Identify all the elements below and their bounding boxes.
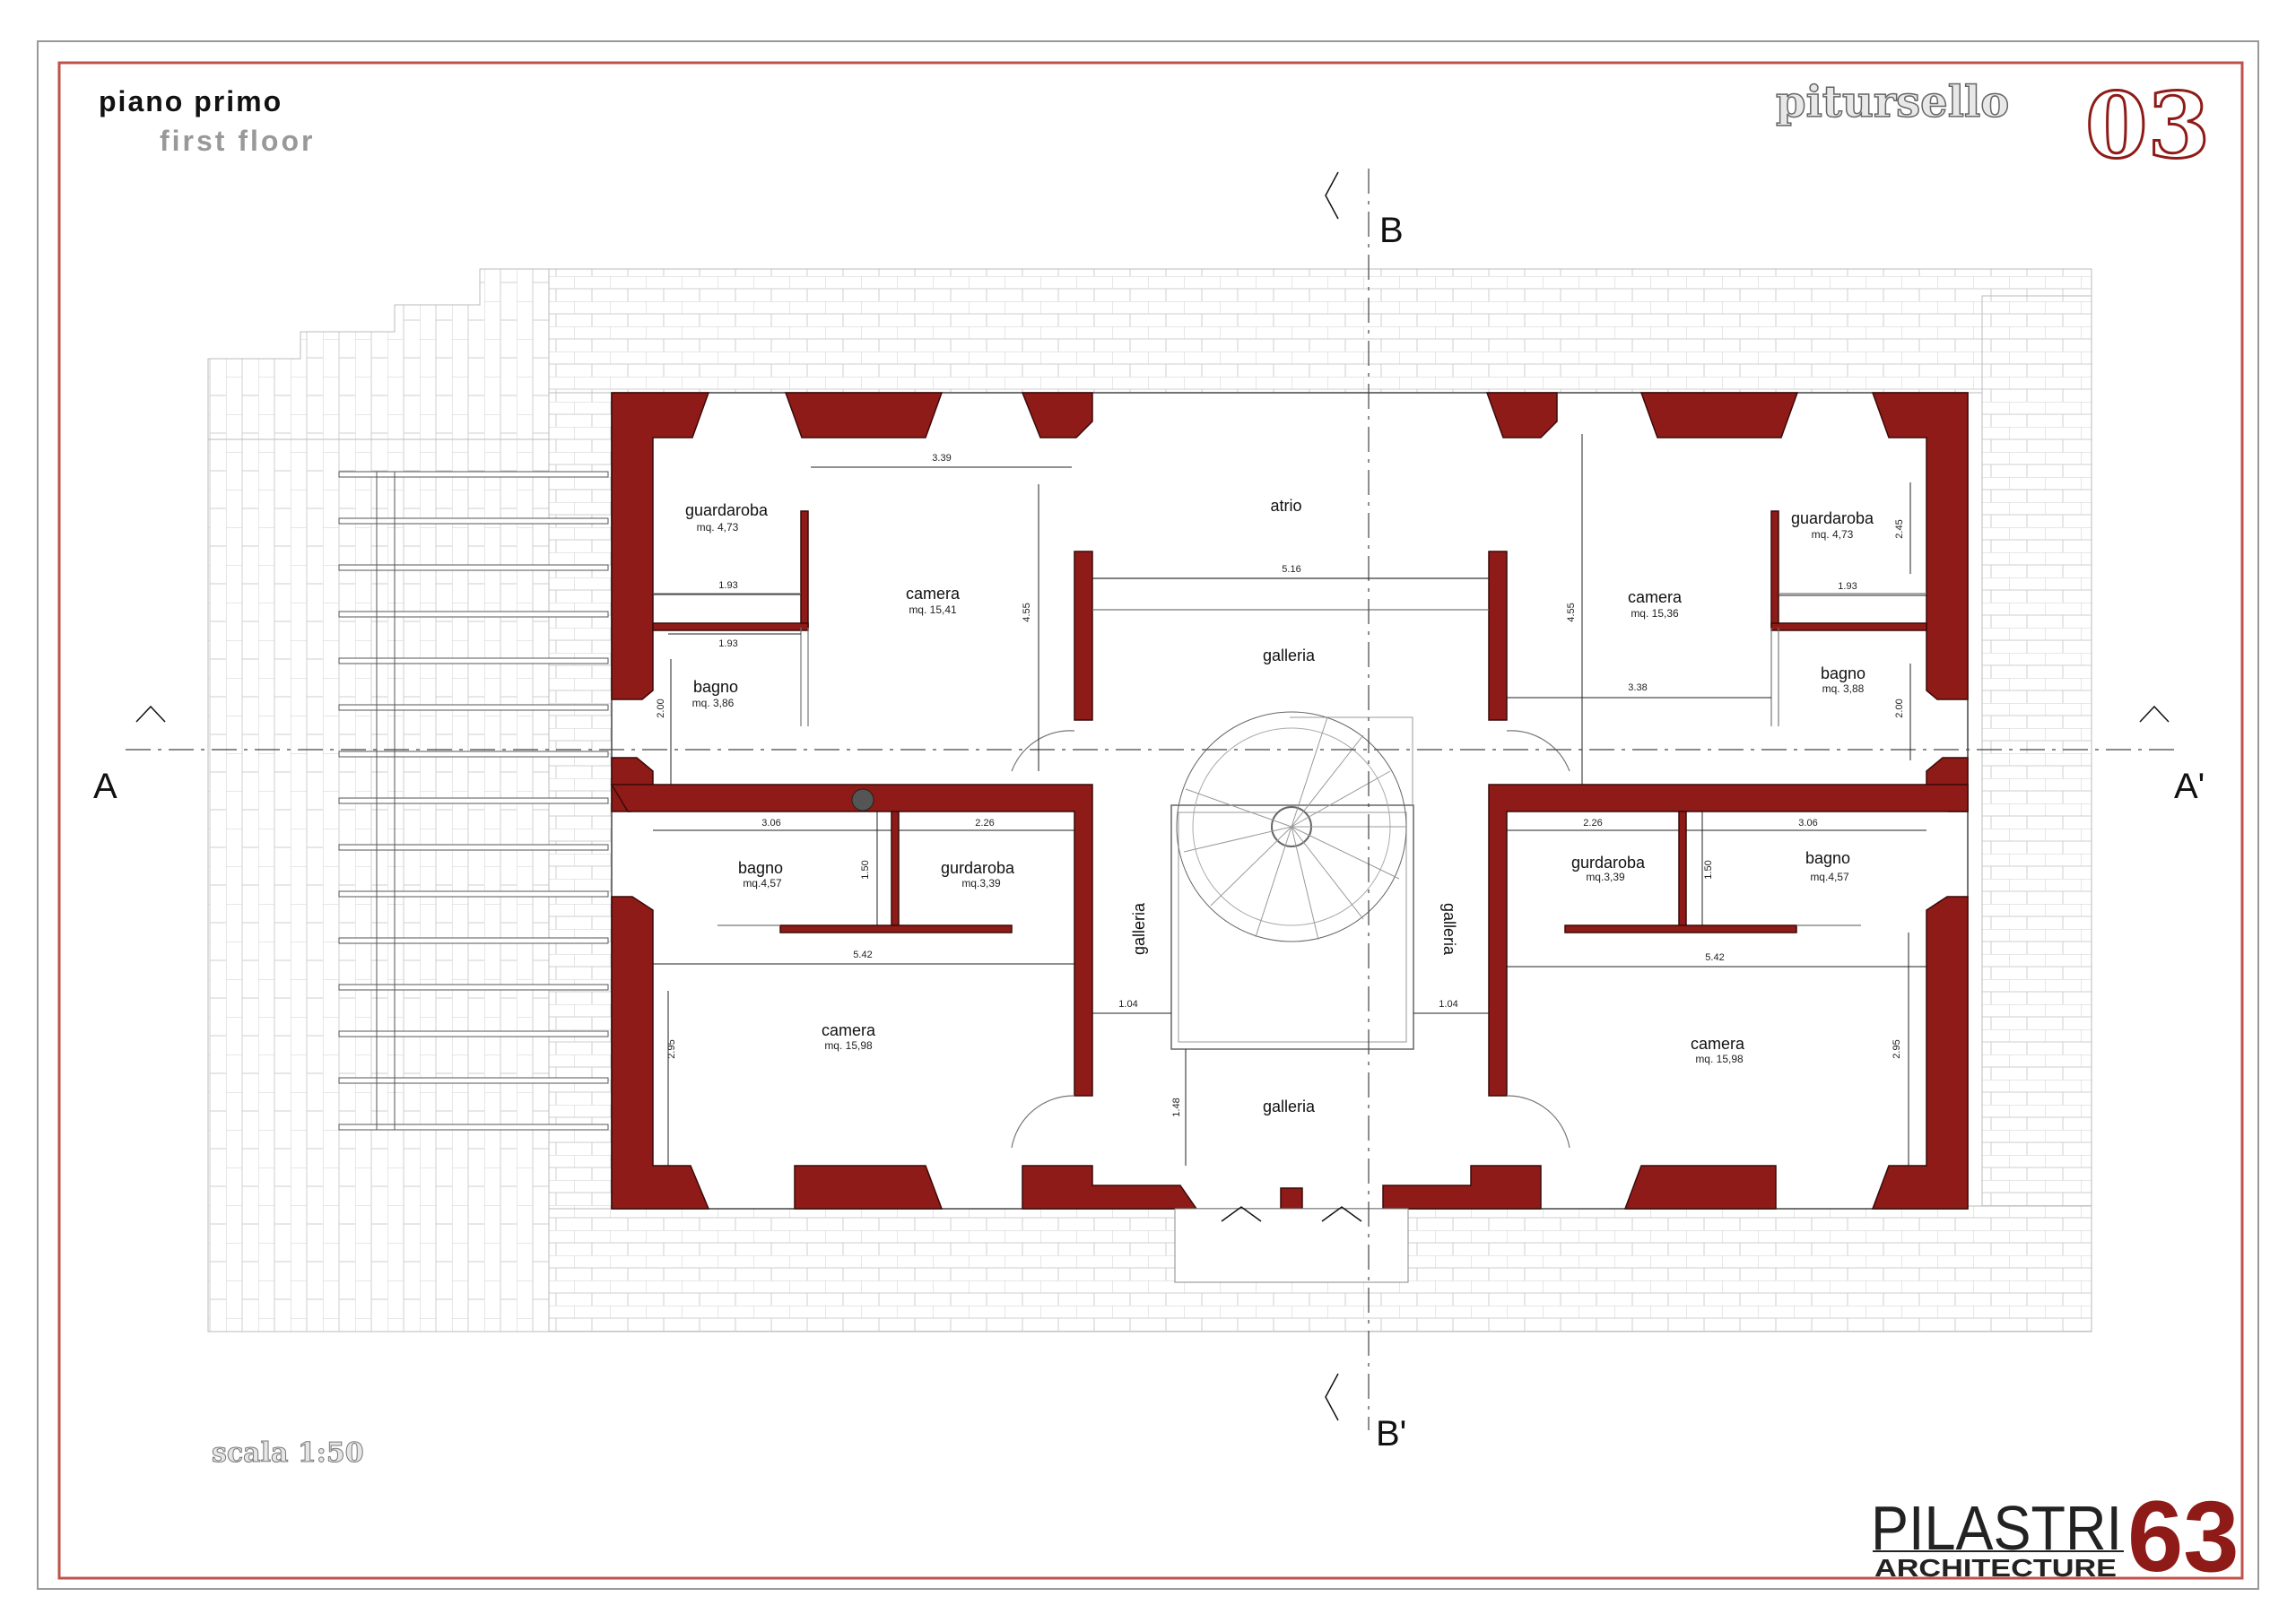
spiral-stair bbox=[1170, 711, 1414, 1050]
room-area: mq. 4,73 bbox=[697, 521, 739, 534]
dimension-label: 3.39 bbox=[932, 453, 951, 464]
dimension-label: 2.00 bbox=[656, 699, 666, 717]
room-name: atrio bbox=[1270, 497, 1301, 515]
room-name: bagno bbox=[693, 678, 738, 696]
room-area: mq.4,57 bbox=[743, 877, 782, 890]
dimension-label: 4.55 bbox=[1022, 603, 1032, 621]
scale-label: scala 1:50 bbox=[212, 1437, 364, 1469]
outer-frame bbox=[37, 40, 2259, 1590]
terrace-paving-left bbox=[207, 438, 613, 1332]
room-area: mq. 15,98 bbox=[1695, 1053, 1744, 1065]
dimension-label: 1.04 bbox=[1118, 999, 1137, 1010]
room-area: mq.3,39 bbox=[1586, 871, 1625, 883]
room-name: guardaroba bbox=[685, 501, 769, 519]
terrace-paving-left-stepped bbox=[207, 268, 557, 440]
section-arrows bbox=[135, 171, 2170, 1421]
room-area: mq. 15,41 bbox=[909, 603, 957, 616]
room-name: bagno bbox=[1805, 849, 1850, 867]
dimension-label: 2.95 bbox=[1892, 1039, 1902, 1058]
dimension-label: 1.04 bbox=[1439, 999, 1457, 1010]
room-area: mq. 15,36 bbox=[1631, 607, 1679, 620]
dimension-lines bbox=[653, 434, 1926, 1166]
dimension-label: 1.50 bbox=[1703, 860, 1714, 879]
room-name: gurdaroba bbox=[1571, 854, 1646, 872]
room-area: mq. 3,88 bbox=[1822, 682, 1865, 695]
room-name: bagno bbox=[1821, 664, 1866, 682]
room-name: galleria bbox=[1263, 647, 1316, 664]
room-name: camera bbox=[906, 585, 961, 603]
dimension-label: 2.26 bbox=[975, 818, 994, 829]
room-area: mq. 3,86 bbox=[692, 697, 735, 709]
section-label-b-prime: B' bbox=[1376, 1414, 1406, 1454]
firm-number: 63 bbox=[2127, 1480, 2239, 1593]
paving-top-border bbox=[548, 268, 2092, 394]
title-english: first floor bbox=[160, 125, 315, 157]
room-name: guardaroba bbox=[1791, 509, 1874, 527]
section-label-a: A bbox=[93, 767, 117, 806]
room-name: camera bbox=[822, 1021, 876, 1039]
room-name: gurdaroba bbox=[941, 859, 1015, 877]
room-name: camera bbox=[1628, 588, 1683, 606]
brand-number: 03 bbox=[2085, 73, 2210, 178]
section-label-b: B bbox=[1379, 211, 1404, 250]
dimension-label: 1.93 bbox=[718, 580, 737, 591]
dimension-values: 3.39 1.93 1.93 4.55 2.00 5.16 4.55 3.38 … bbox=[656, 453, 1905, 1117]
dimension-label: 2.45 bbox=[1894, 519, 1905, 538]
entrance-balcony bbox=[1174, 1208, 1409, 1283]
section-label-a-prime: A' bbox=[2174, 767, 2205, 806]
room-name: camera bbox=[1691, 1035, 1745, 1053]
brand-name: pitursello bbox=[1776, 77, 2009, 127]
dimension-label: 1.48 bbox=[1171, 1098, 1182, 1116]
dimension-label: 1.93 bbox=[1838, 581, 1857, 592]
dimension-label: 4.55 bbox=[1566, 603, 1577, 621]
firm-name: PILASTRI bbox=[1871, 1493, 2122, 1563]
dimension-label: 3.38 bbox=[1628, 682, 1647, 693]
room-area: mq. 15,98 bbox=[824, 1039, 873, 1052]
dimension-label: 3.06 bbox=[1798, 818, 1817, 829]
inner-frame bbox=[57, 61, 2244, 1580]
dimension-label: 2.95 bbox=[666, 1039, 677, 1058]
pergola bbox=[338, 471, 609, 1131]
room-labels: guardaroba mq. 4,73 camera mq. 15,41 bag… bbox=[685, 497, 1874, 1115]
room-name: bagno bbox=[738, 859, 783, 877]
dimension-label: 2.26 bbox=[1583, 818, 1602, 829]
room-area: mq.4,57 bbox=[1810, 871, 1849, 883]
walls bbox=[610, 392, 1969, 1210]
dimension-label: 2.00 bbox=[1894, 699, 1905, 717]
dimension-label: 3.06 bbox=[761, 818, 780, 829]
dimension-label: 5.42 bbox=[853, 950, 872, 960]
room-area: mq. 4,73 bbox=[1812, 528, 1854, 541]
column bbox=[851, 788, 874, 812]
room-area: mq.3,39 bbox=[961, 877, 1001, 890]
dimension-label: 5.16 bbox=[1282, 564, 1300, 575]
room-name: galleria bbox=[1130, 902, 1148, 955]
title-italian: piano primo bbox=[99, 85, 283, 117]
firm-subtitle: ARCHITECTURE bbox=[1874, 1554, 2117, 1582]
dimension-label: 1.50 bbox=[860, 860, 871, 879]
dimension-label: 1.93 bbox=[718, 638, 737, 649]
paving-right-border bbox=[1981, 295, 2092, 1332]
room-name: galleria bbox=[1440, 903, 1458, 956]
dimension-label: 5.42 bbox=[1705, 952, 1724, 963]
room-name: galleria bbox=[1263, 1098, 1316, 1115]
